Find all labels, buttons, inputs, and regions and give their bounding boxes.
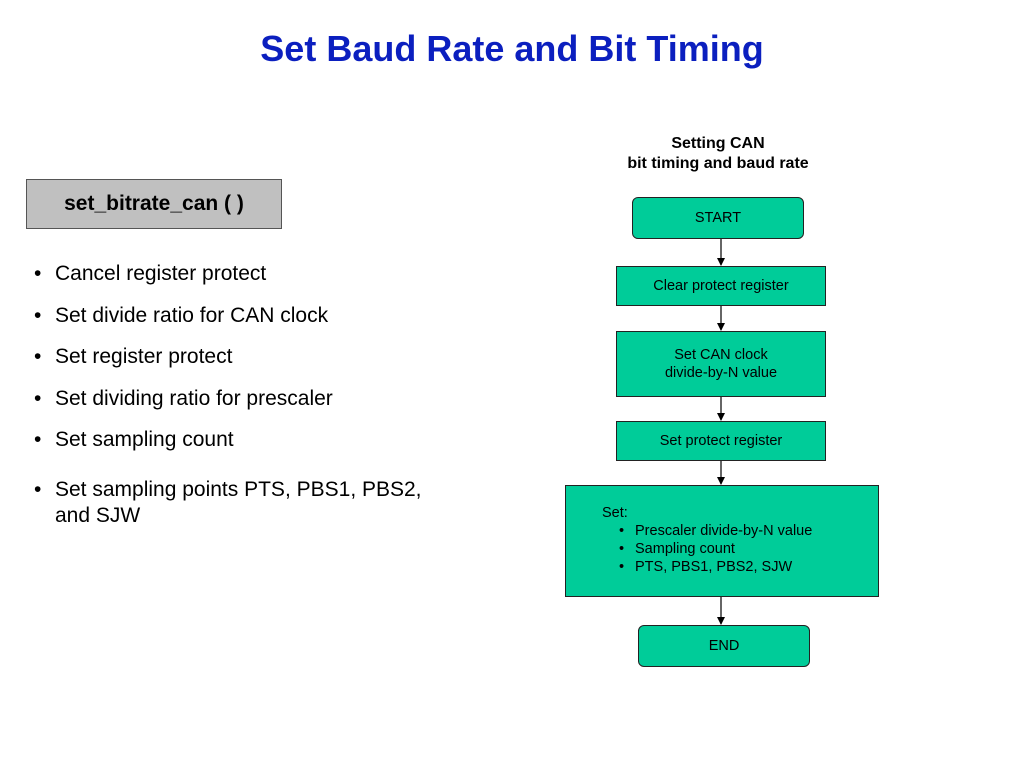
set-item: •Sampling count [619,541,735,557]
set-item: •Prescaler divide-by-N value [619,523,813,539]
bullet-item: •Set register protect [34,345,233,368]
steps-bullet-list: •Cancel register protect •Set divide rat… [34,261,454,545]
bullet-item: •Set dividing ratio for prescaler [34,386,333,410]
start-node: START [632,197,804,239]
bullet-item: •Set sampling count [34,428,234,451]
function-name: set_bitrate_can ( ) [64,192,244,215]
function-name-box: set_bitrate_can ( ) [26,179,282,229]
flowchart-title: Setting CAN bit timing and baud rate [627,135,809,172]
end-node: END [638,625,810,667]
slide-title: Set Baud Rate and Bit Timing [260,28,764,69]
set-values-node: Set: •Prescaler divide-by-N value •Sampl… [565,485,879,597]
set-items-list: •Prescaler divide-by-N value •Sampling c… [602,522,878,576]
set-protect-register-node: Set protect register [616,421,826,461]
bullet-item: •Cancel register protect [34,262,267,285]
set-heading: Set: [602,505,628,521]
set-item: •PTS, PBS1, PBS2, SJW [619,559,793,575]
set-can-clock-node: Set CAN clock divide-by-N value [616,331,826,397]
clear-protect-register-node: Clear protect register [616,266,826,306]
bullet-item: •Set sampling points PTS, PBS1, PBS2, an… [34,478,422,527]
bullet-item: •Set divide ratio for CAN clock [34,303,329,327]
